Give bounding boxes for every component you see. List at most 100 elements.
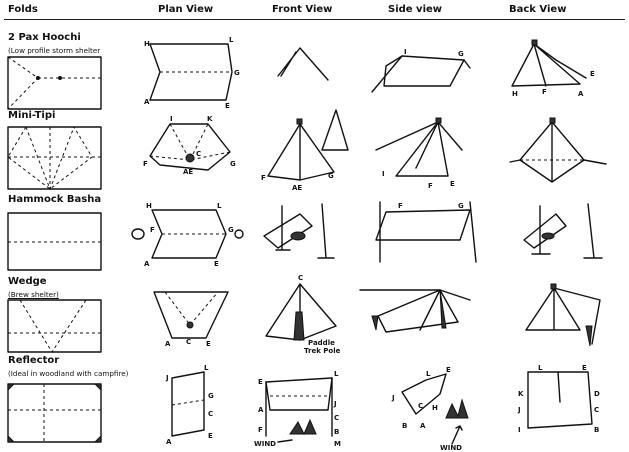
svg-text:E: E (590, 70, 595, 78)
fold-diagram-tipi (7, 126, 102, 191)
svg-text:E: E (258, 378, 263, 386)
svg-text:B: B (334, 428, 339, 436)
side-view-wedge (359, 289, 471, 333)
svg-text:E: E (450, 180, 455, 188)
svg-text:G: G (228, 226, 234, 234)
row-subtitle-reflector: (Ideal in woodland with campfire) (8, 369, 129, 378)
svg-text:F: F (398, 202, 403, 210)
back-view-basha (523, 203, 603, 259)
front-view-tipi: F AE G (261, 109, 349, 192)
svg-text:G: G (458, 202, 464, 210)
svg-text:D: D (594, 390, 600, 398)
svg-text:L: L (217, 202, 222, 210)
svg-text:L: L (334, 370, 339, 378)
side-view-basha: F G (375, 201, 477, 263)
note-wind-side: WIND (440, 444, 462, 452)
svg-text:G: G (230, 160, 236, 168)
side-view-reflector: L E J C H B A WIND (391, 366, 469, 452)
front-view-reflector: E L J C A B F M WIND (254, 370, 341, 448)
svg-text:A: A (166, 438, 172, 446)
svg-text:F: F (150, 226, 155, 234)
svg-text:H: H (512, 90, 518, 98)
svg-text:I: I (518, 426, 521, 434)
row-title-basha: Hammock Basha (8, 194, 102, 205)
svg-text:E: E (208, 432, 213, 440)
note-wind-front: WIND (254, 440, 276, 448)
svg-text:A: A (165, 340, 171, 348)
svg-text:B: B (402, 422, 407, 430)
svg-text:F: F (143, 160, 148, 168)
svg-text:H: H (146, 202, 152, 210)
svg-text:A: A (258, 406, 264, 414)
header-folds: Folds (8, 4, 38, 15)
fold-diagram-wedge (7, 299, 102, 353)
front-view-basha (263, 203, 335, 259)
svg-text:C: C (186, 338, 191, 346)
back-view-tipi (509, 117, 607, 183)
header-rule (4, 19, 625, 20)
svg-text:L: L (204, 364, 209, 372)
row-title-reflector: Reflector (8, 355, 60, 366)
svg-text:H: H (144, 40, 150, 48)
plan-view-hoochi: H L G A E (144, 36, 240, 110)
svg-text:F: F (261, 174, 266, 182)
svg-text:L: L (538, 364, 543, 372)
svg-text:A: A (578, 90, 584, 98)
front-view-hoochi (277, 47, 329, 81)
side-view-hoochi: I G (371, 48, 471, 93)
svg-text:F: F (542, 88, 547, 96)
header-back-view: Back View (509, 4, 567, 15)
svg-text:L: L (426, 370, 431, 378)
svg-text:J: J (333, 400, 337, 408)
svg-text:C: C (418, 402, 423, 410)
svg-text:J: J (391, 394, 395, 402)
svg-text:E: E (446, 366, 451, 374)
svg-text:K: K (518, 390, 524, 398)
svg-text:C: C (208, 410, 213, 418)
front-view-wedge: C Paddle Trek Pole (265, 274, 341, 355)
svg-text:J: J (517, 406, 521, 414)
svg-text:A: A (144, 260, 150, 268)
row-subtitle-hoochi: (Low profile storm shelter (8, 46, 101, 55)
svg-text:E: E (582, 364, 587, 372)
svg-text:M: M (334, 440, 341, 448)
svg-text:G: G (208, 392, 214, 400)
svg-text:I: I (382, 170, 385, 178)
svg-text:F: F (258, 426, 263, 434)
note-trek-pole: Trek Pole (304, 347, 341, 355)
svg-text:E: E (225, 102, 230, 110)
plan-view-reflector: J L G C A E (165, 364, 214, 446)
svg-text:G: G (328, 172, 334, 180)
svg-text:E: E (214, 260, 219, 268)
fold-diagram-hoochi (7, 56, 102, 110)
svg-text:G: G (458, 50, 464, 58)
svg-text:H: H (432, 404, 438, 412)
svg-text:K: K (207, 115, 213, 123)
svg-text:B: B (594, 426, 599, 434)
svg-text:I: I (170, 115, 173, 123)
back-view-reflector: L E K D J C I B (517, 364, 600, 434)
svg-text:AE: AE (183, 168, 193, 176)
plan-view-basha: H L F G A E (131, 202, 244, 268)
row-title-hoochi: 2 Pax Hoochi (8, 32, 81, 43)
row-subtitle-wedge: (Brew shelter) (8, 290, 59, 299)
svg-text:G: G (234, 69, 240, 77)
svg-text:C: C (196, 150, 201, 158)
row-title-wedge: Wedge (8, 276, 47, 287)
svg-text:C: C (298, 274, 303, 282)
svg-text:C: C (334, 414, 339, 422)
svg-text:J: J (165, 374, 169, 382)
back-view-wedge (525, 283, 601, 347)
fold-diagram-basha (7, 212, 102, 271)
plan-view-tipi: I K C F G AE (143, 115, 236, 176)
back-view-hoochi: H F A E (511, 39, 595, 98)
header-side-view: Side view (388, 4, 443, 15)
fold-diagram-reflector (7, 383, 102, 443)
svg-text:A: A (420, 422, 426, 430)
svg-text:F: F (428, 182, 433, 190)
header-front-view: Front View (272, 4, 333, 15)
row-title-tipi: Mini-Tipi (8, 110, 56, 121)
svg-text:I: I (404, 48, 407, 56)
svg-text:C: C (594, 406, 599, 414)
